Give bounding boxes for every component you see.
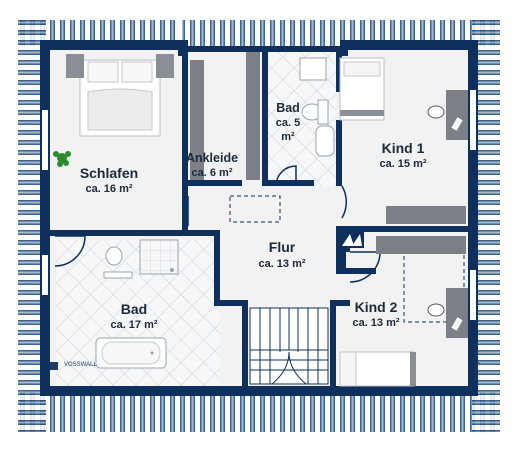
bed-icon bbox=[66, 54, 174, 137]
room-label-schlafen: Schlafen ca. 16 m² bbox=[80, 165, 138, 195]
wardrobe bbox=[190, 52, 260, 180]
chimney-icon bbox=[340, 232, 364, 248]
bed-icon bbox=[339, 351, 416, 387]
room-label-bad-large: Bad ca. 17 m² bbox=[110, 301, 157, 331]
shower-icon bbox=[170, 268, 174, 272]
toilet-icon bbox=[105, 246, 123, 266]
svg-text:Schlafen: Schlafen bbox=[80, 165, 138, 181]
attic-hatch bbox=[229, 195, 281, 223]
desk-chair-icon bbox=[427, 288, 468, 338]
room-label-kind1: Kind 1 ca. 15 m² bbox=[379, 140, 426, 170]
bathtub-icon bbox=[95, 337, 167, 369]
svg-text:Ankleide: Ankleide bbox=[186, 151, 238, 165]
svg-text:ca. 13 m²: ca. 13 m² bbox=[352, 317, 399, 329]
svg-text:m²: m² bbox=[281, 131, 295, 143]
room-label-kind2: Kind 2 ca. 13 m² bbox=[352, 299, 399, 329]
bed-icon bbox=[339, 57, 385, 121]
wardrobe bbox=[376, 236, 466, 254]
room-label-ankleide: Ankleide ca. 6 m² bbox=[186, 151, 238, 179]
windows bbox=[42, 90, 476, 320]
wardrobe bbox=[386, 206, 466, 224]
plant-icon bbox=[53, 151, 71, 167]
svg-text:ca. 13 m²: ca. 13 m² bbox=[258, 258, 305, 270]
sink-icon bbox=[299, 57, 335, 157]
svg-text:Kind 1: Kind 1 bbox=[382, 140, 425, 156]
svg-text:ca. 6 m²: ca. 6 m² bbox=[192, 167, 233, 179]
svg-text:Flur: Flur bbox=[269, 239, 296, 255]
desk-chair-icon bbox=[427, 90, 468, 140]
svg-text:ca. 15 m²: ca. 15 m² bbox=[379, 158, 426, 170]
svg-text:Bad: Bad bbox=[121, 301, 147, 317]
svg-text:Kind 2: Kind 2 bbox=[355, 299, 398, 315]
watermark-left: VOSSWALL bbox=[50, 362, 97, 370]
svg-text:ca. 17 m²: ca. 17 m² bbox=[110, 319, 157, 331]
room-label-bad-small: Bad ca. 5 m² bbox=[276, 101, 300, 143]
svg-text:ca. 16 m²: ca. 16 m² bbox=[85, 183, 132, 195]
sink-icon bbox=[103, 271, 133, 279]
svg-text:Bad: Bad bbox=[276, 101, 300, 115]
toilet-icon bbox=[301, 99, 329, 125]
svg-text:VOSSWALL: VOSSWALL bbox=[64, 362, 97, 368]
watermark-right: Immogrundriss bbox=[474, 340, 480, 380]
room-label-flur: Flur ca. 13 m² bbox=[258, 239, 305, 270]
staircase-icon bbox=[249, 307, 329, 385]
svg-text:ca. 5: ca. 5 bbox=[276, 117, 300, 129]
